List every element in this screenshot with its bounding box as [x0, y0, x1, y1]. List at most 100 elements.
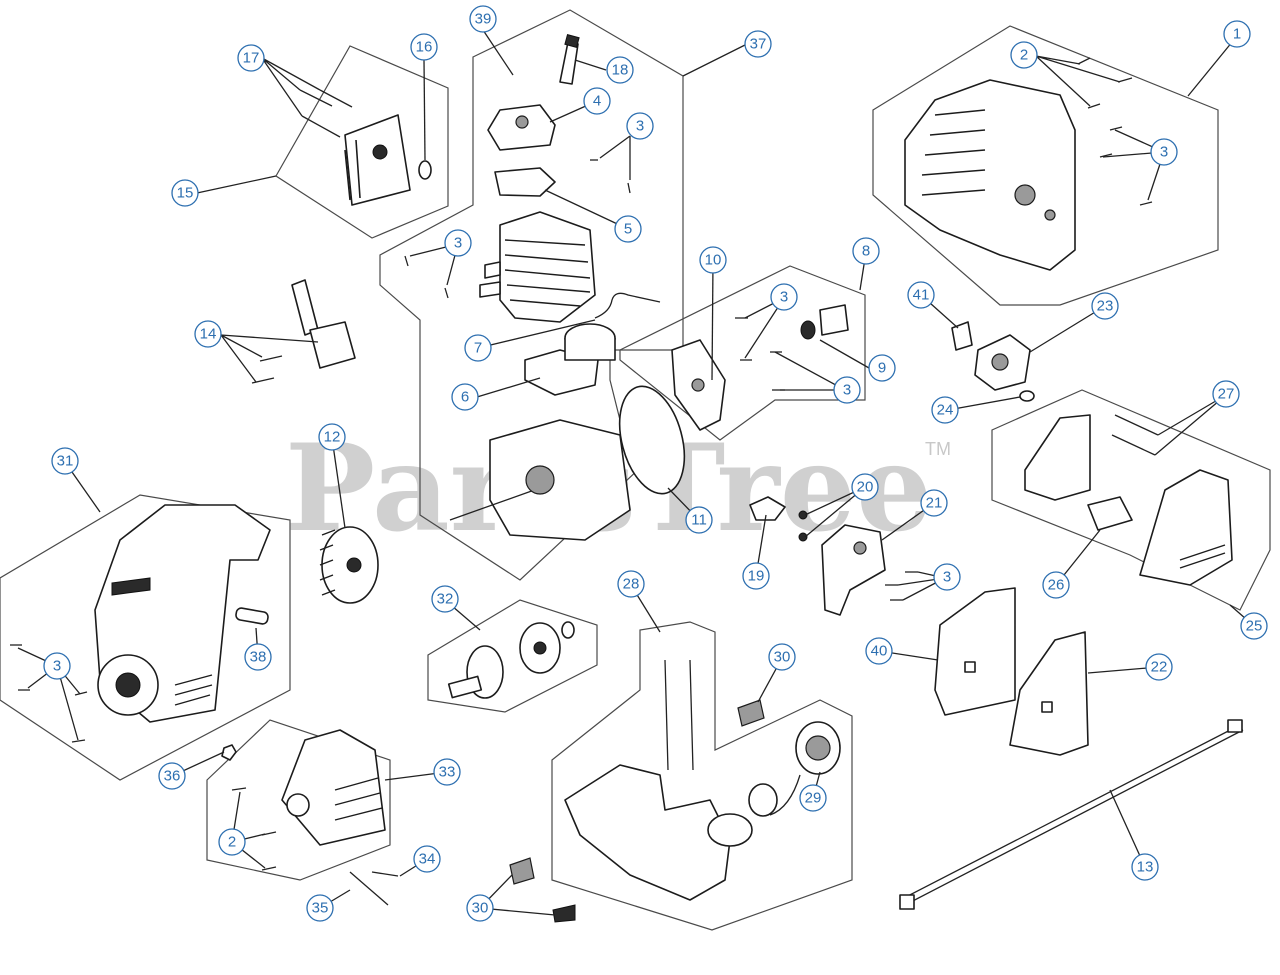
svg-text:8: 8: [862, 243, 870, 260]
heat-shield-part: [934, 587, 1016, 716]
callout-13: 13: [1131, 853, 1159, 881]
ignition-coil-part: [291, 279, 356, 369]
throttle-cable-part: [899, 719, 1244, 910]
box-fuel-tank: [551, 621, 853, 931]
callout-30-upper: 30: [768, 643, 796, 671]
callout-29: 29: [799, 784, 827, 812]
svg-text:39: 39: [475, 11, 492, 28]
svg-text:19: 19: [748, 568, 765, 585]
callout-19: 19: [742, 562, 770, 590]
svg-text:15: 15: [177, 185, 194, 202]
callout-30-lower: 30: [466, 894, 494, 922]
callout-41: 41: [907, 281, 935, 309]
svg-text:35: 35: [312, 900, 329, 917]
svg-text:24: 24: [937, 402, 954, 419]
clutch-drum-part: [447, 645, 504, 699]
insulator-plate-part: [1009, 631, 1089, 756]
svg-text:28: 28: [623, 576, 640, 593]
starter-pin-part: [235, 607, 269, 625]
box-gasket-assembly: [619, 265, 866, 441]
callout-5: 5: [614, 215, 642, 243]
carb-o-ring-part: [1019, 390, 1035, 402]
svg-text:29: 29: [805, 790, 822, 807]
svg-text:30: 30: [774, 649, 791, 666]
callout-23: 23: [1091, 292, 1119, 320]
callout-3-engine-cover: 3: [1150, 138, 1178, 166]
callout-26: 26: [1042, 571, 1070, 599]
callout-9: 9: [868, 354, 896, 382]
svg-text:20: 20: [857, 479, 874, 496]
fuel-tank-part: [564, 659, 753, 901]
air-filter-element-part: [1087, 496, 1133, 531]
callout-bubbles: 39 37 17 16 18 4 3 15 5 1 2 3 3 14 7 8 1…: [43, 5, 1268, 922]
svg-text:18: 18: [612, 62, 629, 79]
parts: [10, 34, 1244, 923]
svg-text:5: 5: [624, 221, 632, 238]
svg-text:3: 3: [780, 289, 788, 306]
callout-36: 36: [158, 762, 186, 790]
callout-3-ignition: 3: [933, 563, 961, 591]
box-air-filter: [275, 45, 449, 239]
svg-text:3: 3: [1160, 144, 1168, 161]
callout-24: 24: [931, 396, 959, 424]
crankcase-gasket-part: [524, 349, 599, 396]
svg-text:3: 3: [53, 658, 61, 675]
callout-22: 22: [1145, 653, 1173, 681]
air-cleaner-cover-part: [1139, 469, 1233, 586]
svg-text:23: 23: [1097, 298, 1114, 315]
svg-text:33: 33: [439, 764, 456, 781]
svg-text:41: 41: [913, 287, 930, 304]
callout-3-plate-lower: 3: [833, 376, 861, 404]
callout-4: 4: [583, 87, 611, 115]
callout-14: 14: [194, 320, 222, 348]
callout-31: 31: [51, 447, 79, 475]
svg-text:13: 13: [1137, 859, 1154, 876]
svg-text:11: 11: [691, 512, 707, 529]
spark-plug-part: [559, 34, 580, 85]
callout-17: 17: [237, 44, 265, 72]
callout-15: 15: [171, 179, 199, 207]
svg-text:26: 26: [1048, 577, 1065, 594]
small-nuts-part: [798, 510, 808, 542]
callout-37: 37: [744, 30, 772, 58]
carburetor-part: [974, 334, 1031, 391]
callout-6: 6: [451, 383, 479, 411]
air-filter-bolts-part: [299, 89, 353, 138]
svg-text:9: 9: [878, 360, 886, 377]
air-filter-cover-part: [344, 114, 411, 206]
air-cleaner-base-part: [1024, 414, 1091, 501]
filter-grommet-part: [418, 160, 432, 180]
svg-text:3: 3: [843, 382, 851, 399]
flywheel-part: [319, 526, 379, 604]
hex-nut-part: [221, 744, 237, 761]
callout-3-starter: 3: [43, 652, 71, 680]
callout-2-engine-cover: 2: [1010, 41, 1038, 69]
callout-12: 12: [318, 423, 346, 451]
svg-text:30: 30: [472, 900, 489, 917]
svg-text:37: 37: [750, 36, 767, 53]
recoil-starter-part: [94, 504, 271, 723]
cylinder-part: [479, 211, 596, 323]
fan-housing-part: [281, 729, 386, 846]
svg-text:4: 4: [593, 93, 601, 110]
crankcase-part: [449, 323, 631, 541]
callout-32: 32: [431, 585, 459, 613]
callout-3-cylinder-left: 3: [444, 229, 472, 257]
o-ring-part: [618, 385, 686, 495]
fuel-tank-bushing-part: [509, 699, 765, 923]
svg-text:22: 22: [1151, 659, 1168, 676]
svg-text:32: 32: [437, 591, 454, 608]
crankcase-plate-part: [671, 339, 726, 431]
callout-40: 40: [865, 637, 893, 665]
callout-38: 38: [244, 643, 272, 671]
svg-text:31: 31: [57, 453, 74, 470]
callout-25: 25: [1240, 612, 1268, 640]
callout-11: 11: [685, 506, 713, 534]
callout-33: 33: [433, 758, 461, 786]
svg-text:6: 6: [461, 389, 469, 406]
callout-16: 16: [410, 33, 438, 61]
callout-28: 28: [617, 570, 645, 598]
callout-18: 18: [606, 56, 634, 84]
svg-text:12: 12: [324, 429, 341, 446]
oil-seal-part: [800, 304, 849, 340]
